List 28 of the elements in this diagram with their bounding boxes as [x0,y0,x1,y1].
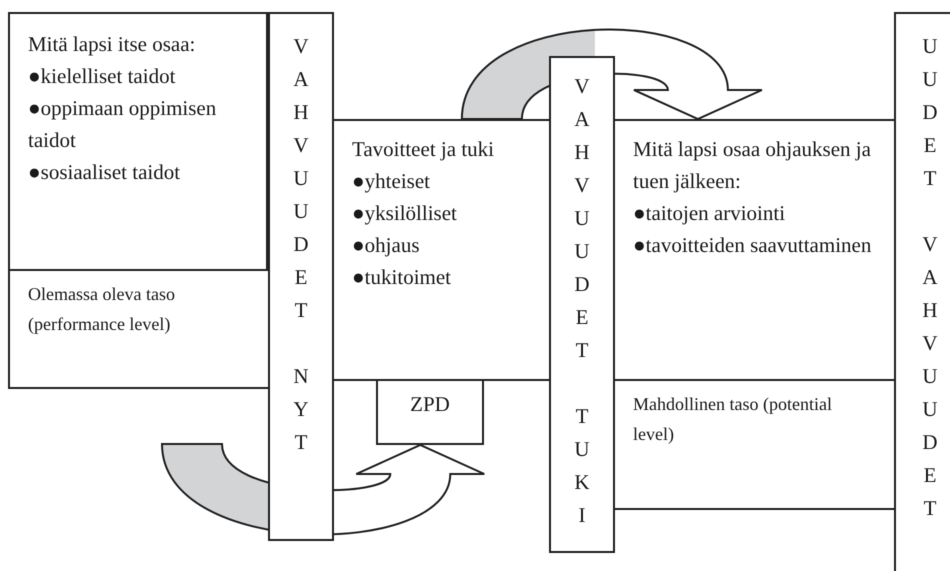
bullet-item: ●sosiaaliset taidot [28,159,182,186]
text-box [8,12,268,271]
bullet-item: ●tavoitteiden saavuttaminen [633,232,872,259]
bullet-item: ●kielelliset taidot [28,63,176,90]
bullet-item: ●taitojen arviointi [633,200,786,227]
bullet-item: ●oppimaan oppimisen taidot [28,95,218,154]
vertical-bar [549,56,615,553]
box-heading: Mitä lapsi osaa ohjauksen ja tuen jälkeen: [633,136,872,195]
bullet-item: ●ohjaus [352,232,421,259]
bullet-item: ●tukitoimet [352,264,452,291]
box-label: Mahdollinen taso (potential level) [633,393,833,446]
vertical-bar [894,12,950,571]
vertical-label: VAHVUUDET [573,73,591,364]
vertical-bar [268,12,334,541]
vertical-label: NYT [292,363,310,456]
box-heading: Mitä lapsi itse osaa: [28,31,196,58]
box-label: Olemassa oleva taso (performance level) [28,283,176,336]
box-label: ZPD [410,391,450,418]
text-box [376,379,484,445]
vertical-label: VAHVUUDET [921,231,939,522]
bullet-item: ●yksilölliset [352,200,458,227]
text-box [8,269,270,389]
vertical-label: UUDET [921,33,939,192]
bullet-item: ●yhteiset [352,168,432,195]
box-heading: Tavoitteet ja tuki [352,136,495,163]
vertical-label: TUKI [573,403,591,529]
text-box [332,119,551,381]
vertical-label: VAHVUUDET [292,33,310,324]
